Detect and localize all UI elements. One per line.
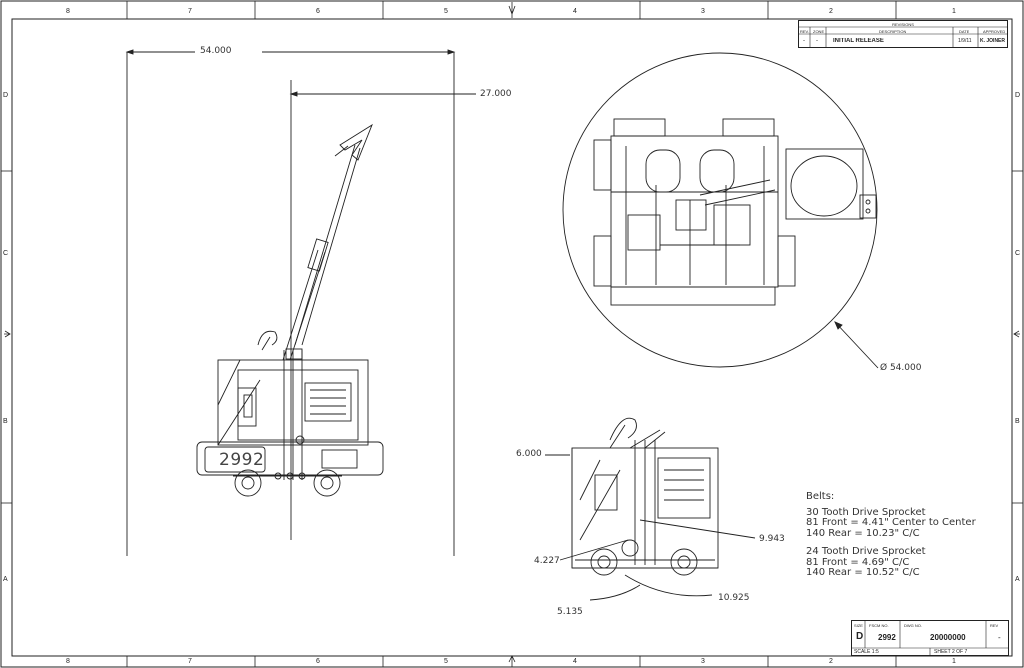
note-line: 140 Rear = 10.52" C/C xyxy=(806,567,920,578)
zone-row-d-left: D xyxy=(3,92,9,99)
zone-row-c-right: C xyxy=(1015,250,1021,257)
zone-col-1-top: 1 xyxy=(952,8,956,15)
zone-col-6-bottom: 6 xyxy=(316,658,320,665)
title-block: SIZE D FSCM NO. 2992 DWG NO. 20000000 RE… xyxy=(851,620,1009,656)
revision-table-header: REVISIONS xyxy=(892,22,914,27)
zone-col-4-bottom: 4 xyxy=(573,658,577,665)
rev-col-rev: REV. xyxy=(800,29,809,34)
zone-col-8-top: 8 xyxy=(66,8,70,15)
plan-view xyxy=(562,52,879,369)
note-line: 140 Rear = 10.23" C/C xyxy=(806,527,920,539)
dwg-value: 20000000 xyxy=(930,633,966,642)
zone-col-8-bottom: 8 xyxy=(66,658,70,665)
zone-row-d-right: D xyxy=(1015,92,1021,99)
zone-col-4-top: 4 xyxy=(573,8,577,15)
detail-view xyxy=(545,417,756,601)
zone-row-b-right: B xyxy=(1015,418,1020,425)
zone-col-3-top: 3 xyxy=(701,8,705,15)
zone-row-c-left: C xyxy=(3,250,9,257)
fscm-label: FSCM NO. xyxy=(869,623,889,628)
zone-col-1-bottom: 1 xyxy=(952,658,956,665)
dimension-diameter: Ø 54.000 xyxy=(880,363,922,373)
belt-notes: Belts: 30 Tooth Drive Sprocket 81 Front … xyxy=(806,491,976,579)
title-block-lines xyxy=(851,620,1009,656)
zone-col-3-bottom: 3 xyxy=(701,658,705,665)
dimension-side-offset: 6.000 xyxy=(516,449,542,459)
note-line: 30 Tooth Drive Sprocket xyxy=(806,506,926,518)
robot-number: 2992 xyxy=(219,450,265,470)
revision-table-lines xyxy=(798,26,1008,48)
rev-row-rev: - xyxy=(803,38,805,44)
zone-row-b-left: B xyxy=(3,418,8,425)
rev-col-zone: ZONE xyxy=(813,29,825,34)
dimension-d3: 10.925 xyxy=(718,593,750,603)
dimension-overall-width: 54.000 xyxy=(200,46,232,56)
zone-col-2-top: 2 xyxy=(829,8,833,15)
note-line: 81 Front = 4.41" Center to Center xyxy=(806,517,976,528)
zone-col-7-top: 7 xyxy=(188,8,192,15)
fscm-value: 2992 xyxy=(878,633,896,642)
scale-value: SCALE 1:5 xyxy=(854,649,879,655)
rev-row-zone: - xyxy=(816,38,818,44)
center-marks xyxy=(4,2,1020,667)
zone-col-5-bottom: 5 xyxy=(444,658,448,665)
zone-row-a-right: A xyxy=(1015,576,1020,583)
rev-value: - xyxy=(998,633,1001,642)
revision-table: REVISIONS REV. ZONE DESCRIPTION DATE APP… xyxy=(798,20,1008,48)
size-value: D xyxy=(856,631,864,642)
side-view xyxy=(125,49,476,556)
rev-row-date: 1/9/11 xyxy=(958,38,972,44)
size-label: SIZE xyxy=(854,623,863,628)
zone-col-2-bottom: 2 xyxy=(829,658,833,665)
zone-col-7-bottom: 7 xyxy=(188,658,192,665)
sheet-value: SHEET 2 OF 7 xyxy=(934,649,968,655)
rev-col-description: DESCRIPTION xyxy=(879,29,907,34)
rev-row-description: INITIAL RELEASE xyxy=(833,38,884,44)
zone-col-6-top: 6 xyxy=(316,8,320,15)
rev-label: REV xyxy=(990,623,999,628)
zone-col-5-top: 5 xyxy=(444,8,448,15)
note-line: 81 Front = 4.69" C/C xyxy=(806,556,910,568)
dimension-half-width: 27.000 xyxy=(480,89,512,99)
dwg-label: DWG NO. xyxy=(904,623,922,628)
dimension-d1: 9.943 xyxy=(759,534,785,544)
rev-col-approved: APPROVED xyxy=(983,29,1006,34)
zone-row-a-left: A xyxy=(3,576,8,583)
notes-title: Belts: xyxy=(806,491,835,502)
rev-col-date: DATE xyxy=(959,29,970,34)
dimension-d2: 4.227 xyxy=(534,556,560,566)
dimension-d4: 5.135 xyxy=(557,607,583,617)
note-line: 24 Tooth Drive Sprocket xyxy=(806,546,926,557)
rev-row-approved: K. JOINER xyxy=(980,38,1006,44)
